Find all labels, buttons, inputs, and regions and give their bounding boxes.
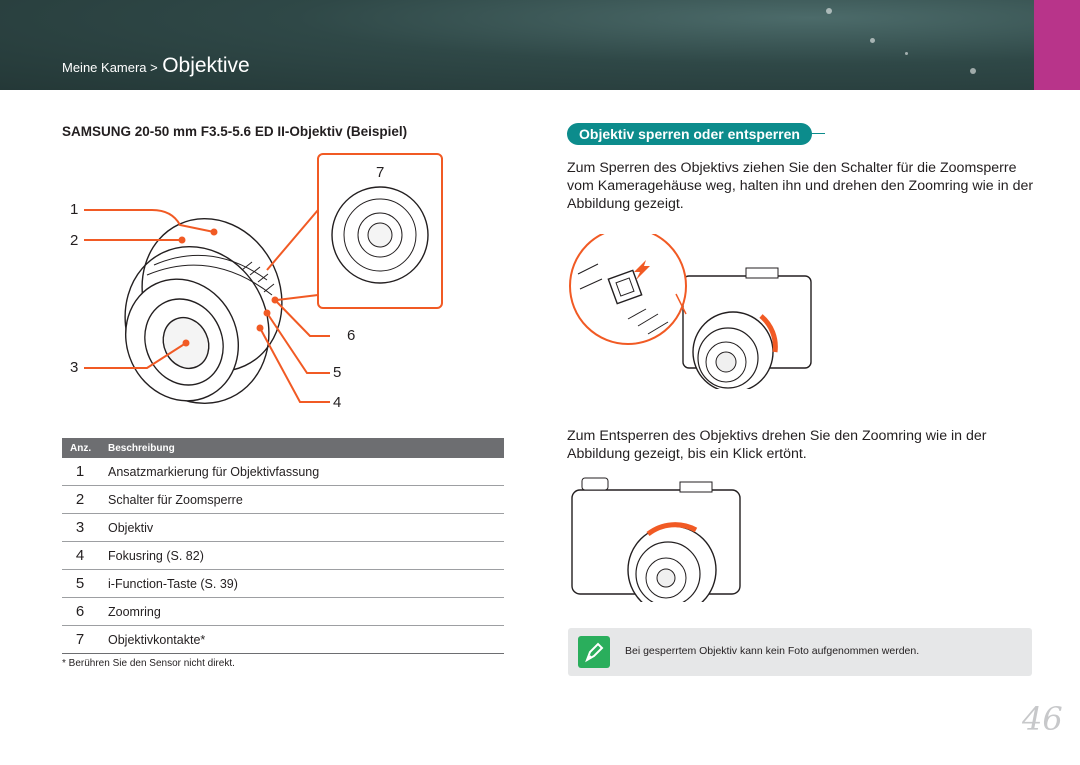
footnote: * Berühren Sie den Sensor nicht direkt. xyxy=(62,658,235,669)
lock-instructions: Zum Sperren des Objektivs ziehen Sie den… xyxy=(567,160,1034,212)
col-header-number: Anz. xyxy=(70,442,92,454)
note-text: Bei gesperrtem Objektiv kann kein Foto a… xyxy=(625,645,920,657)
table-row: 6 Zoomring xyxy=(62,598,504,626)
row-number: 2 xyxy=(75,491,85,508)
breadcrumb-parent[interactable]: Meine Kamera > xyxy=(62,60,158,75)
camera-unlock-figure xyxy=(571,477,741,615)
row-number: 1 xyxy=(75,463,85,480)
row-number: 6 xyxy=(75,603,85,620)
lens-diagram: 1 2 3 4 5 6 7 xyxy=(62,150,452,420)
callout-4: 4 xyxy=(333,394,342,411)
table-row: 2 Schalter für Zoomsperre xyxy=(62,486,504,514)
table-row: 3 Objektiv xyxy=(62,514,504,542)
parts-table: Anz. Beschreibung 1 Ansatzmarkierung für … xyxy=(62,438,504,654)
row-number: 7 xyxy=(75,631,85,648)
breadcrumb-current: Objektive xyxy=(162,54,250,77)
lens-body xyxy=(124,217,283,405)
callout-6: 6 xyxy=(347,327,356,344)
row-number: 3 xyxy=(75,519,85,536)
lens-heading: SAMSUNG 20-50 mm F3.5-5.6 ED II-Objektiv… xyxy=(62,124,408,139)
callout-3: 3 xyxy=(70,359,79,376)
breadcrumb: Meine Kamera > Objektive xyxy=(62,54,250,78)
header-banner: Meine Kamera > Objektive xyxy=(0,0,1080,90)
section-title: Objektiv sperren oder entsperren xyxy=(567,123,812,145)
row-description: Schalter für Zoomsperre xyxy=(108,492,243,507)
callout-1: 1 xyxy=(70,201,79,218)
callout-7: 7 xyxy=(376,164,385,181)
bokeh-dot xyxy=(826,8,832,14)
row-number: 4 xyxy=(75,547,85,564)
row-description[interactable]: i-Function-Taste (S. 39) xyxy=(108,576,238,591)
lock-illustration xyxy=(568,227,818,393)
bokeh-dot xyxy=(970,68,976,74)
row-number: 5 xyxy=(75,575,85,592)
callout-2: 2 xyxy=(70,232,79,249)
unlock-instructions: Zum Entsperren des Objektivs drehen Sie … xyxy=(567,428,987,462)
pen-icon-glyph xyxy=(585,642,604,663)
camera-lock-figure xyxy=(569,227,812,393)
lens-illustration xyxy=(84,153,443,405)
row-description: Zoomring xyxy=(108,604,161,619)
table-header: Anz. Beschreibung xyxy=(62,438,504,458)
chapter-tab xyxy=(1034,0,1080,90)
row-description: Ansatzmarkierung für Objektivfassung xyxy=(108,464,320,479)
row-description: Objektiv xyxy=(108,520,154,535)
unlock-illustration xyxy=(560,472,750,615)
table-row: 5 i-Function-Taste (S. 39) xyxy=(62,570,504,598)
table-row: 4 Fokusring (S. 82) xyxy=(62,542,504,570)
page-number: 46 xyxy=(1022,700,1063,738)
row-description: Objektivkontakte* xyxy=(108,632,206,647)
callout-5: 5 xyxy=(333,364,342,381)
bokeh-dot xyxy=(905,52,908,55)
table-row: 7 Objektivkontakte* xyxy=(62,626,504,654)
col-header-description: Beschreibung xyxy=(108,442,175,454)
row-description[interactable]: Fokusring (S. 82) xyxy=(108,548,204,563)
bokeh-dot xyxy=(870,38,875,43)
table-row: 1 Ansatzmarkierung für Objektivfassung xyxy=(62,458,504,486)
note-box: Bei gesperrtem Objektiv kann kein Foto a… xyxy=(568,628,1032,676)
pen-note-icon xyxy=(578,636,610,668)
